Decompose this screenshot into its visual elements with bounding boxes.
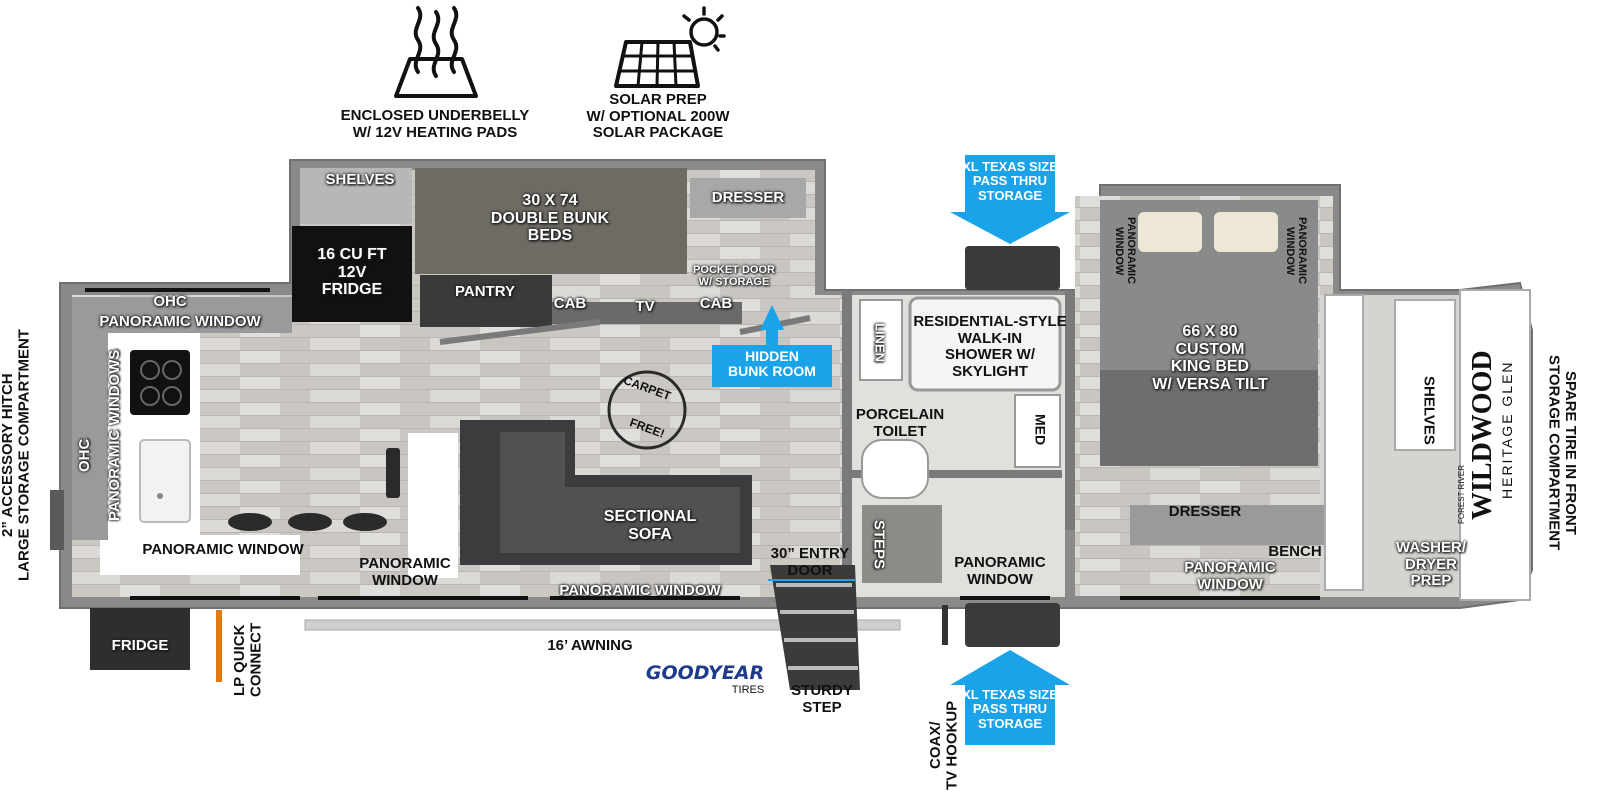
shower-label: RESIDENTIAL-STYLE WALK-IN SHOWER W/ SKYL… [913, 313, 1067, 380]
storage-arrow-bottom-icon [950, 650, 1070, 745]
pantry [420, 275, 552, 327]
cooktop [130, 350, 190, 415]
pocket-door-label: POCKET DOOR W/ STORAGE [693, 264, 775, 289]
kitchen-counter-bottom [100, 535, 300, 575]
pass-thru-storage-bottom [965, 603, 1060, 647]
front-cap [1459, 289, 1531, 601]
bench-label: BENCH [1268, 543, 1322, 560]
sturdy-step-label: STURDY STEP [791, 682, 853, 716]
panoramic-window-sofa-label: PANORAMIC WINDOW [559, 582, 721, 599]
awning [304, 619, 901, 631]
toilet-label: PORCELAIN TOILET [855, 406, 945, 440]
steps-label: STEPS [870, 520, 888, 570]
fridge-12v [292, 226, 412, 322]
pantry-label: PANTRY [455, 283, 515, 300]
storage-arrow-top-icon [950, 155, 1070, 244]
brand-subtitle-logo: HERITAGE GLEN [1499, 360, 1515, 500]
med-label: MED [1032, 414, 1049, 446]
panoramic-window-bed-right-label: PANORAMIC WINDOW [1284, 217, 1309, 285]
washer-dryer-label: WASHER/ DRYER PREP [1395, 539, 1466, 589]
outdoor-fridge-label: FRIDGE [111, 637, 169, 654]
pass-thru-storage-bottom-label: XL TEXAS SIZE PASS THRU STORAGE [962, 687, 1058, 731]
hidden-bunk-label: HIDDEN BUNK ROOM [728, 348, 816, 380]
bunk-dresser [690, 178, 806, 218]
outdoor-fridge [90, 608, 190, 670]
goodyear-tires-label: TIRES [731, 684, 765, 696]
sink [139, 439, 191, 523]
steps [862, 505, 942, 583]
fridge-12v-label: 16 CU FT 12V FRIDGE [317, 246, 387, 299]
linen-label: LINEN [872, 322, 888, 362]
carpet-free-badge [607, 370, 687, 450]
king-bed-label: 66 X 80 CUSTOM KING BED W/ VERSA TILT [1152, 323, 1268, 393]
goodyear-brand-label: GOODYEAR [645, 662, 765, 684]
ohc-side-strip [72, 320, 108, 540]
brand-maker-logo: FOREST RIVER [1457, 465, 1466, 525]
bunk-beds-label: 30 X 74 DOUBLE BUNK BEDS [490, 192, 610, 245]
panoramic-window-bath-label: PANORAMIC WINDOW [954, 554, 1046, 588]
linen-cabinet [859, 299, 903, 381]
panoramic-window-bedroom-label: PANORAMIC WINDOW [1184, 559, 1276, 593]
sturdy-step [770, 565, 860, 690]
panoramic-window-top-left-label: PANORAMIC WINDOW [99, 313, 261, 330]
bedroom-dresser-label: DRESSER [1168, 503, 1242, 520]
pass-thru-storage-top [965, 246, 1060, 290]
hitch [50, 490, 64, 550]
coax-label: COAX/ TV HOOKUP [927, 700, 961, 790]
ohc-side-label: OHC [76, 438, 93, 472]
bath-vanity [1014, 394, 1061, 468]
kitchen-island [408, 433, 458, 578]
cab-right-label: CAB [699, 295, 733, 312]
tv-label: TV [635, 298, 655, 315]
cab-tv-strip [552, 302, 742, 324]
bunk-shelves [300, 168, 412, 224]
heated-underbelly-icon [388, 4, 484, 102]
lp-quick-connect-label: LP QUICK CONNECT [231, 622, 265, 698]
ohc-top-strip [72, 297, 292, 333]
pass-thru-storage-top-label: XL TEXAS SIZE PASS THRU STORAGE [962, 159, 1058, 203]
panoramic-window-bottom-left-label: PANORAMIC WINDOW [142, 541, 304, 558]
accessory-hitch-label: 2” ACCESSORY HITCH LARGE STORAGE COMPART… [0, 329, 33, 581]
lp-line [216, 610, 222, 682]
shower [908, 296, 1062, 392]
underbelly-feature-label: ENCLOSED UNDERBELLY W/ 12V HEATING PADS [340, 107, 530, 141]
panoramic-window-mid-label: PANORAMIC WINDOW [359, 555, 451, 589]
bunk-beds [415, 168, 687, 274]
hidden-bunk-arrow-icon [712, 305, 832, 387]
kitchen-counter-side [100, 300, 200, 575]
front-shelves-label: SHELVES [1420, 375, 1438, 445]
solar-panel-icon [610, 4, 726, 90]
brand-name-logo: WILDWOOD [1467, 350, 1498, 520]
cab-left-label: CAB [553, 295, 587, 312]
entry-door-label: 30” ENTRY DOOR [770, 545, 850, 579]
panoramic-windows-side-label: PANORAMIC WINDOWS [106, 349, 123, 521]
bunk-dresser-label: DRESSER [711, 189, 785, 206]
front-shelves [1394, 299, 1456, 451]
coax-line [942, 605, 948, 645]
awning-label: 16’ AWNING [547, 637, 633, 654]
toilet [861, 439, 929, 499]
ohc-top-label: OHC [153, 293, 187, 310]
solar-feature-label: SOLAR PREP W/ OPTIONAL 200W SOLAR PACKAG… [586, 91, 730, 141]
bedroom-dresser [1130, 505, 1330, 545]
panoramic-window-bed-left-label: PANORAMIC WINDOW [1113, 217, 1138, 285]
bunk-shelves-label: SHELVES [325, 171, 395, 188]
spare-tire-label: SPARE TIRE IN FRONT STORAGE COMPARTMENT [1545, 354, 1580, 551]
wardrobe [1324, 294, 1364, 591]
sectional-sofa-label: SECTIONAL SOFA [603, 508, 697, 543]
